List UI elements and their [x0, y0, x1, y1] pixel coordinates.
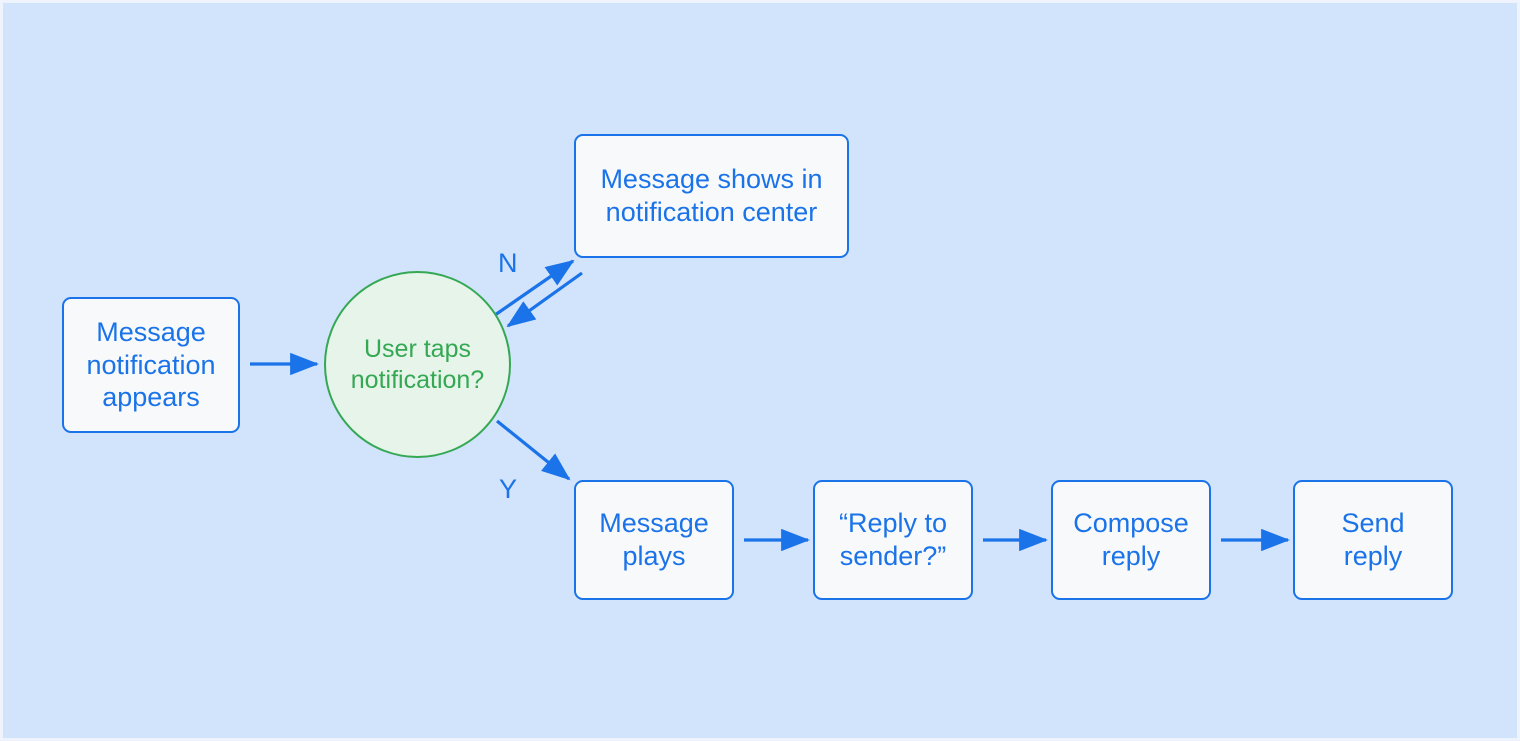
edge-label-yes: Y	[499, 474, 518, 504]
node-message-plays[interactable]: Message plays	[574, 480, 734, 600]
node-reply-to-sender-prompt[interactable]: “Reply to sender?”	[813, 480, 973, 600]
node-compose-reply[interactable]: Compose reply	[1051, 480, 1211, 600]
node-send-reply[interactable]: Send reply	[1293, 480, 1453, 600]
edge-label-no: N	[498, 248, 518, 278]
node-message-shows-in-notification-center[interactable]: Message shows in notification center	[574, 134, 849, 258]
edge-notification-center-to-decision	[506, 271, 583, 328]
node-message-notification-appears[interactable]: Message notification appears	[62, 297, 240, 433]
node-user-taps-notification-decision[interactable]: User taps notification?	[324, 271, 511, 458]
edge-decision-to-message-plays	[495, 419, 571, 481]
